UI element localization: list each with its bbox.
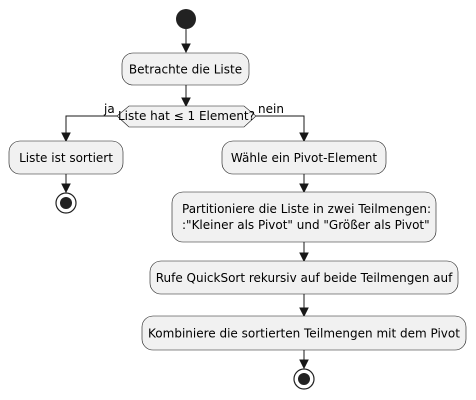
stop-node-bottom	[293, 368, 315, 390]
branch-no-label: nein	[258, 102, 284, 116]
recurse-node: Rufe QuickSort rekursiv auf beide Teilme…	[149, 260, 459, 295]
combine-label: Kombiniere die sortierten Teilmengen mit…	[148, 327, 460, 341]
edge-decision-no	[256, 115, 305, 138]
edge-decision-yes	[65, 115, 117, 138]
combine-node: Kombiniere die sortierten Teilmengen mit…	[141, 315, 467, 351]
partition-label-line2: :"Kleiner als Pivot" und "Größer als Piv…	[182, 218, 430, 232]
partition-node: Partitioniere die Liste in zwei Teilmeng…	[171, 191, 437, 243]
choose-pivot-label: Wähle ein Pivot-Element	[231, 151, 377, 165]
arrowhead	[61, 132, 71, 143]
arrowhead	[181, 43, 191, 54]
arrowhead	[299, 307, 309, 318]
arrowhead	[299, 183, 309, 194]
decision-node: Liste hat ≤ 1 Element?	[116, 105, 257, 128]
sorted-label: Liste ist sortiert	[19, 151, 113, 165]
arrowhead	[299, 132, 309, 143]
arrowhead	[299, 252, 309, 263]
recurse-label: Rufe QuickSort rekursiv auf beide Teilme…	[156, 271, 453, 285]
partition-label-line1: Partitioniere die Liste in zwei Teilmeng…	[182, 202, 431, 216]
sorted-node: Liste ist sortiert	[8, 140, 124, 175]
arrowhead	[181, 97, 191, 108]
branch-yes-label: ja	[103, 102, 115, 116]
start-node	[176, 9, 196, 29]
arrowhead	[299, 359, 309, 370]
stop-node-left	[55, 192, 77, 214]
choose-pivot-node: Wähle ein Pivot-Element	[221, 140, 387, 175]
edges	[61, 29, 309, 370]
arrowhead	[61, 183, 71, 194]
review-list-node: Betrachte die Liste	[121, 52, 250, 86]
review-list-label: Betrachte die Liste	[129, 63, 242, 77]
decision-label: Liste hat ≤ 1 Element?	[118, 109, 255, 123]
